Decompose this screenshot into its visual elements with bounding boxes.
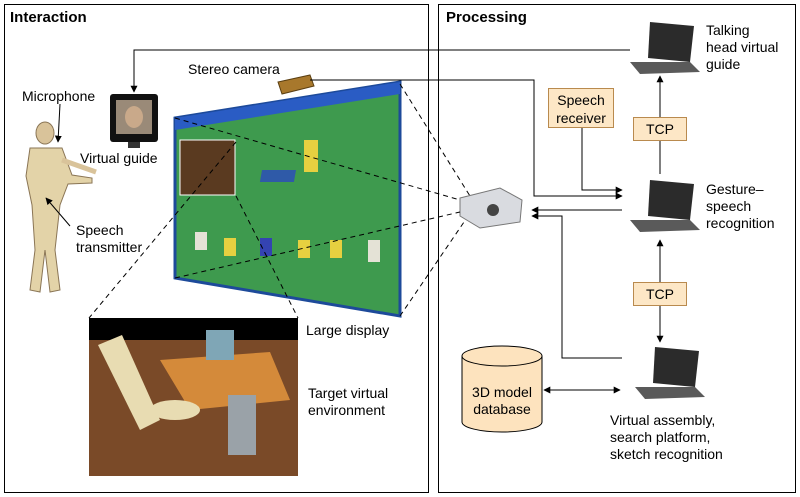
laptop-virtual-assembly [635, 347, 705, 399]
stereo-camera [277, 74, 315, 95]
database-cylinder [461, 345, 543, 433]
database-label: 3D model database [472, 384, 532, 417]
target-environment-image [89, 318, 298, 476]
virtual-assembly-label: Virtual assembly, search platform, sketc… [610, 412, 723, 462]
human-figure [25, 121, 97, 293]
laptop-talking-head [630, 22, 700, 74]
line-receiver-to-gesture [581, 128, 623, 194]
speech-transmitter-label: Speech transmitter [76, 222, 143, 255]
dash-display-bl [174, 211, 461, 279]
interaction-title: Interaction [10, 9, 87, 26]
dash-zoom-right [235, 195, 299, 319]
tcp-top-box: TCP [633, 117, 687, 141]
dash-display-tl [174, 117, 461, 201]
line-assembly-to-projector [531, 212, 622, 359]
virtual-guide-monitor [110, 94, 158, 148]
dash-display-top [399, 83, 471, 197]
large-display [173, 80, 402, 318]
line-microphone [54, 103, 62, 143]
laptop-gesture-speech [630, 180, 700, 232]
virtual-guide-label: Virtual guide [80, 150, 158, 166]
stereo-camera-label: Stereo camera [188, 61, 280, 77]
microphone-label: Microphone [22, 88, 96, 104]
dash-display-bottom [399, 221, 465, 317]
projector [459, 187, 523, 229]
line-transmitter [45, 197, 71, 227]
large-display-label: Large display [306, 322, 390, 338]
line-camera-to-gesture [310, 79, 623, 200]
line-head-to-guide [130, 49, 630, 93]
talking-head-label: Talking head virtual guide [706, 22, 779, 72]
target-environment-label: Target virtual environment [308, 385, 389, 418]
dash-zoom-left [88, 141, 237, 319]
processing-title: Processing [446, 9, 527, 26]
gesture-speech-label: Gesture– speech recognition [706, 181, 775, 231]
speech-receiver-box: Speech receiver [548, 88, 614, 128]
tcp-bottom-box: TCP [633, 282, 687, 306]
